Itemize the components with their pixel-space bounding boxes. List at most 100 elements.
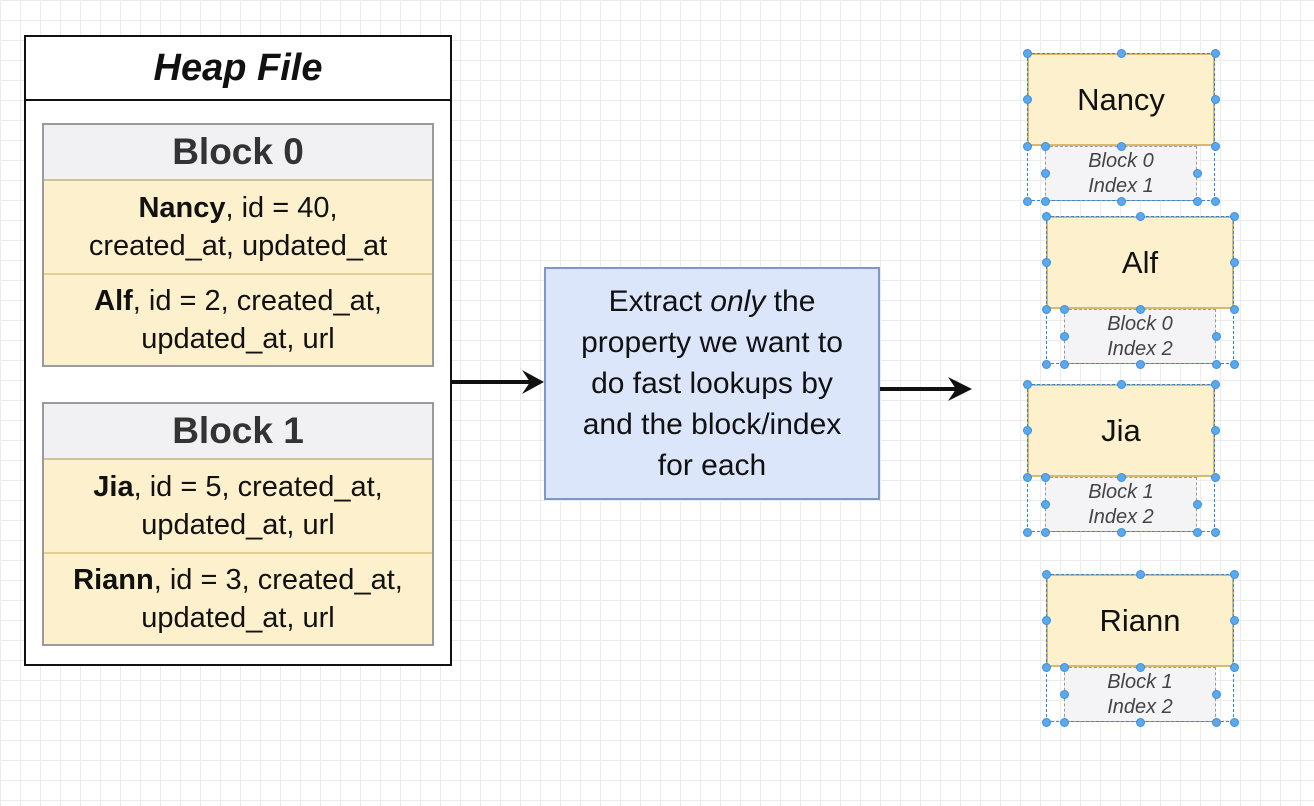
resize-handle[interactable] — [1116, 48, 1126, 58]
extract-text: and the block/index — [582, 408, 842, 441]
resize-handle[interactable] — [1022, 95, 1032, 104]
resize-handle[interactable] — [1211, 331, 1221, 341]
resize-handle[interactable] — [1135, 359, 1145, 369]
extract-text: for each — [657, 449, 767, 482]
record-name: Alf — [94, 285, 133, 317]
resize-handle[interactable] — [1229, 616, 1239, 625]
resize-handle[interactable] — [1041, 359, 1051, 369]
resize-handle[interactable] — [1040, 141, 1050, 151]
resize-handle[interactable] — [1210, 95, 1220, 104]
resize-handle[interactable] — [1059, 304, 1069, 314]
extract-box[interactable]: Extract only the property we want to do … — [544, 267, 880, 500]
resize-handle[interactable] — [1229, 717, 1239, 727]
resize-handle[interactable] — [1116, 196, 1126, 206]
index-entry-name[interactable]: Nancy — [1027, 53, 1215, 146]
extract-text: the — [765, 285, 816, 318]
resize-handle[interactable] — [1229, 359, 1239, 369]
resize-handle[interactable] — [1192, 168, 1202, 178]
index-entry-location[interactable]: Block 1 Index 2 — [1064, 667, 1216, 722]
resize-handle[interactable] — [1041, 717, 1051, 727]
index-entry-index: Index 2 — [1107, 337, 1173, 360]
resize-handle[interactable] — [1192, 499, 1202, 509]
extract-text: property we want to — [581, 326, 843, 359]
resize-handle[interactable] — [1022, 472, 1032, 482]
resize-handle[interactable] — [1040, 472, 1050, 482]
block-1: Block 1 Jia, id = 5, created_at, updated… — [42, 402, 434, 646]
resize-handle[interactable] — [1040, 196, 1050, 206]
resize-handle[interactable] — [1041, 211, 1051, 221]
resize-handle[interactable] — [1211, 359, 1221, 369]
resize-handle[interactable] — [1041, 662, 1051, 672]
resize-handle[interactable] — [1059, 717, 1069, 727]
record-row: Nancy, id = 40, created_at, updated_at — [44, 181, 432, 273]
resize-handle[interactable] — [1059, 359, 1069, 369]
resize-handle[interactable] — [1022, 379, 1032, 389]
index-entry-name[interactable]: Riann — [1046, 574, 1234, 667]
resize-handle[interactable] — [1059, 331, 1069, 341]
record-fields: , id = 5, created_at, — [133, 471, 383, 503]
record-name: Riann — [73, 564, 154, 596]
record-fields: updated_at, url — [141, 323, 335, 355]
resize-handle[interactable] — [1135, 717, 1145, 727]
resize-handle[interactable] — [1022, 48, 1032, 58]
resize-handle[interactable] — [1041, 569, 1051, 579]
resize-handle[interactable] — [1135, 662, 1145, 672]
resize-handle[interactable] — [1210, 141, 1220, 151]
record-fields: , id = 2, created_at, — [132, 285, 382, 317]
arrow-to-extract — [452, 370, 544, 394]
resize-handle[interactable] — [1041, 616, 1051, 625]
resize-handle[interactable] — [1210, 196, 1220, 206]
resize-handle[interactable] — [1022, 426, 1032, 435]
resize-handle[interactable] — [1040, 499, 1050, 509]
resize-handle[interactable] — [1040, 168, 1050, 178]
resize-handle[interactable] — [1059, 689, 1069, 699]
resize-handle[interactable] — [1116, 527, 1126, 537]
resize-handle[interactable] — [1059, 662, 1069, 672]
resize-handle[interactable] — [1211, 689, 1221, 699]
resize-handle[interactable] — [1041, 304, 1051, 314]
resize-handle[interactable] — [1210, 472, 1220, 482]
resize-handle[interactable] — [1210, 379, 1220, 389]
block-title: Block 0 — [44, 125, 432, 181]
record-name: Jia — [93, 471, 134, 503]
record-fields: , id = 3, created_at, — [153, 564, 403, 596]
index-entry-name[interactable]: Jia — [1027, 384, 1215, 477]
heap-file-title: Heap File — [26, 37, 450, 101]
resize-handle[interactable] — [1211, 717, 1221, 727]
resize-handle[interactable] — [1135, 211, 1145, 221]
resize-handle[interactable] — [1135, 304, 1145, 314]
resize-handle[interactable] — [1229, 258, 1239, 267]
extract-text: do fast lookups by — [591, 367, 833, 400]
resize-handle[interactable] — [1210, 426, 1220, 435]
resize-handle[interactable] — [1229, 211, 1239, 221]
index-entry-location[interactable]: Block 1 Index 2 — [1045, 477, 1197, 532]
resize-handle[interactable] — [1116, 472, 1126, 482]
block-title: Block 1 — [44, 404, 432, 460]
resize-handle[interactable] — [1041, 258, 1051, 267]
extract-emphasis: only — [710, 285, 766, 318]
index-entry-block: Block 1 — [1088, 480, 1154, 503]
resize-handle[interactable] — [1192, 196, 1202, 206]
resize-handle[interactable] — [1210, 527, 1220, 537]
resize-handle[interactable] — [1022, 196, 1032, 206]
resize-handle[interactable] — [1135, 569, 1145, 579]
index-entry-block: Block 0 — [1088, 149, 1154, 172]
index-entry-name[interactable]: Alf — [1046, 216, 1234, 309]
extract-text: Extract — [608, 285, 711, 318]
resize-handle[interactable] — [1022, 141, 1032, 151]
resize-handle[interactable] — [1210, 48, 1220, 58]
resize-handle[interactable] — [1116, 141, 1126, 151]
resize-handle[interactable] — [1229, 569, 1239, 579]
record-fields: updated_at, url — [141, 602, 335, 634]
record-fields: , id = 40, — [225, 192, 338, 224]
index-entry-location[interactable]: Block 0 Index 2 — [1064, 309, 1216, 364]
resize-handle[interactable] — [1192, 527, 1202, 537]
resize-handle[interactable] — [1116, 379, 1126, 389]
resize-handle[interactable] — [1022, 527, 1032, 537]
index-entry-location[interactable]: Block 0 Index 1 — [1045, 146, 1197, 201]
resize-handle[interactable] — [1229, 304, 1239, 314]
record-row: Jia, id = 5, created_at, updated_at, url — [44, 460, 432, 552]
resize-handle[interactable] — [1040, 527, 1050, 537]
record-fields: updated_at, url — [141, 509, 335, 541]
resize-handle[interactable] — [1229, 662, 1239, 672]
